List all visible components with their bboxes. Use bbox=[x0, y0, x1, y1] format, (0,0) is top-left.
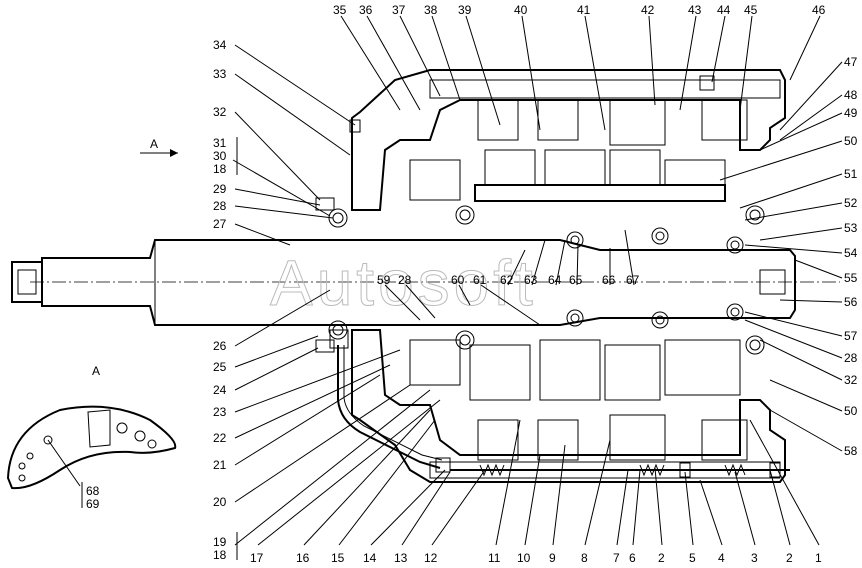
callout-18-upper: 18 bbox=[213, 162, 227, 176]
callout-64: 64 bbox=[548, 273, 562, 287]
callout-55: 55 bbox=[844, 271, 858, 285]
callout-45: 45 bbox=[744, 3, 758, 17]
callout-43: 43 bbox=[688, 3, 702, 17]
callout-2-left: 2 bbox=[658, 551, 665, 565]
callout-2-right: 2 bbox=[786, 551, 793, 565]
view-arrow: A bbox=[140, 137, 178, 157]
callout-26: 26 bbox=[213, 339, 227, 353]
callout-37: 37 bbox=[392, 3, 406, 17]
callout-29: 29 bbox=[213, 182, 227, 196]
callout-63: 63 bbox=[524, 273, 538, 287]
callout-30: 30 bbox=[213, 149, 227, 163]
callout-56: 56 bbox=[844, 295, 858, 309]
callout-4: 4 bbox=[718, 551, 725, 565]
watermark-text: Autosoft bbox=[270, 247, 537, 319]
callout-57: 57 bbox=[844, 329, 858, 343]
callout-10: 10 bbox=[517, 551, 531, 565]
callout-39: 39 bbox=[458, 3, 472, 17]
leader-lines bbox=[81, 15, 843, 560]
callout-48: 48 bbox=[844, 88, 858, 102]
callout-58: 58 bbox=[844, 444, 858, 458]
callout-32-right: 32 bbox=[844, 373, 858, 387]
callout-41: 41 bbox=[577, 3, 591, 17]
callout-52: 52 bbox=[844, 196, 858, 210]
inset-view-label: A bbox=[92, 364, 100, 378]
callout-34: 34 bbox=[213, 38, 227, 52]
callout-25: 25 bbox=[213, 360, 227, 374]
callout-27: 27 bbox=[213, 217, 227, 231]
callout-40: 40 bbox=[514, 3, 528, 17]
callout-3: 3 bbox=[751, 551, 758, 565]
callout-16: 16 bbox=[296, 551, 310, 565]
callout-21: 21 bbox=[213, 458, 227, 472]
clutch-packs-lower bbox=[409, 339, 748, 461]
callout-32-upper: 32 bbox=[213, 105, 227, 119]
oil-pipe bbox=[329, 329, 451, 473]
callout-42: 42 bbox=[641, 3, 655, 17]
callout-44: 44 bbox=[717, 3, 731, 17]
callout-66: 66 bbox=[602, 273, 616, 287]
callout-7: 7 bbox=[613, 551, 620, 565]
countershaft-assembly bbox=[469, 149, 741, 401]
callout-5: 5 bbox=[689, 551, 696, 565]
callout-51: 51 bbox=[844, 167, 858, 181]
callout-47: 47 bbox=[844, 55, 858, 69]
callout-8: 8 bbox=[581, 551, 588, 565]
callout-35: 35 bbox=[333, 3, 347, 17]
callout-13: 13 bbox=[394, 551, 408, 565]
callout-20: 20 bbox=[213, 495, 227, 509]
callout-65: 65 bbox=[569, 273, 583, 287]
callout-61: 61 bbox=[473, 273, 487, 287]
callout-68: 68 bbox=[86, 484, 100, 498]
callout-28-right: 28 bbox=[844, 351, 858, 365]
callout-49: 49 bbox=[844, 106, 858, 120]
callout-9: 9 bbox=[549, 551, 556, 565]
inset-view-a: A bbox=[6, 364, 177, 490]
callout-46: 46 bbox=[812, 3, 826, 17]
callout-69: 69 bbox=[86, 497, 100, 511]
flange-bolts bbox=[315, 75, 715, 353]
callout-6: 6 bbox=[629, 551, 636, 565]
callout-60: 60 bbox=[451, 273, 465, 287]
callout-50-upper: 50 bbox=[844, 134, 858, 148]
callout-17: 17 bbox=[250, 551, 264, 565]
callout-1: 1 bbox=[815, 551, 822, 565]
callout-36: 36 bbox=[359, 3, 373, 17]
callout-62: 62 bbox=[500, 273, 514, 287]
callout-24: 24 bbox=[213, 383, 227, 397]
main-shaft bbox=[11, 239, 840, 326]
callout-18-lower: 18 bbox=[213, 548, 227, 562]
callout-28-inner: 28 bbox=[398, 273, 412, 287]
callout-31: 31 bbox=[213, 136, 227, 150]
callout-15: 15 bbox=[331, 551, 345, 565]
callout-19: 19 bbox=[213, 535, 227, 549]
callout-22: 22 bbox=[213, 431, 227, 445]
callout-67: 67 bbox=[626, 273, 640, 287]
callout-12: 12 bbox=[424, 551, 438, 565]
callout-53: 53 bbox=[844, 221, 858, 235]
callout-33: 33 bbox=[213, 67, 227, 81]
callout-59: 59 bbox=[377, 273, 391, 287]
spring-bolts-lower bbox=[450, 462, 790, 478]
callout-labels: 35 36 37 38 39 40 41 42 43 44 45 46 34 3… bbox=[86, 3, 858, 565]
callout-28-upper: 28 bbox=[213, 199, 227, 213]
housing-lower bbox=[351, 329, 786, 483]
callout-14: 14 bbox=[363, 551, 377, 565]
callout-50-lower: 50 bbox=[844, 404, 858, 418]
callout-23: 23 bbox=[213, 405, 227, 419]
view-arrow-label: A bbox=[150, 137, 158, 151]
callout-38: 38 bbox=[424, 3, 438, 17]
callout-54: 54 bbox=[844, 246, 858, 260]
callout-11: 11 bbox=[488, 551, 501, 565]
